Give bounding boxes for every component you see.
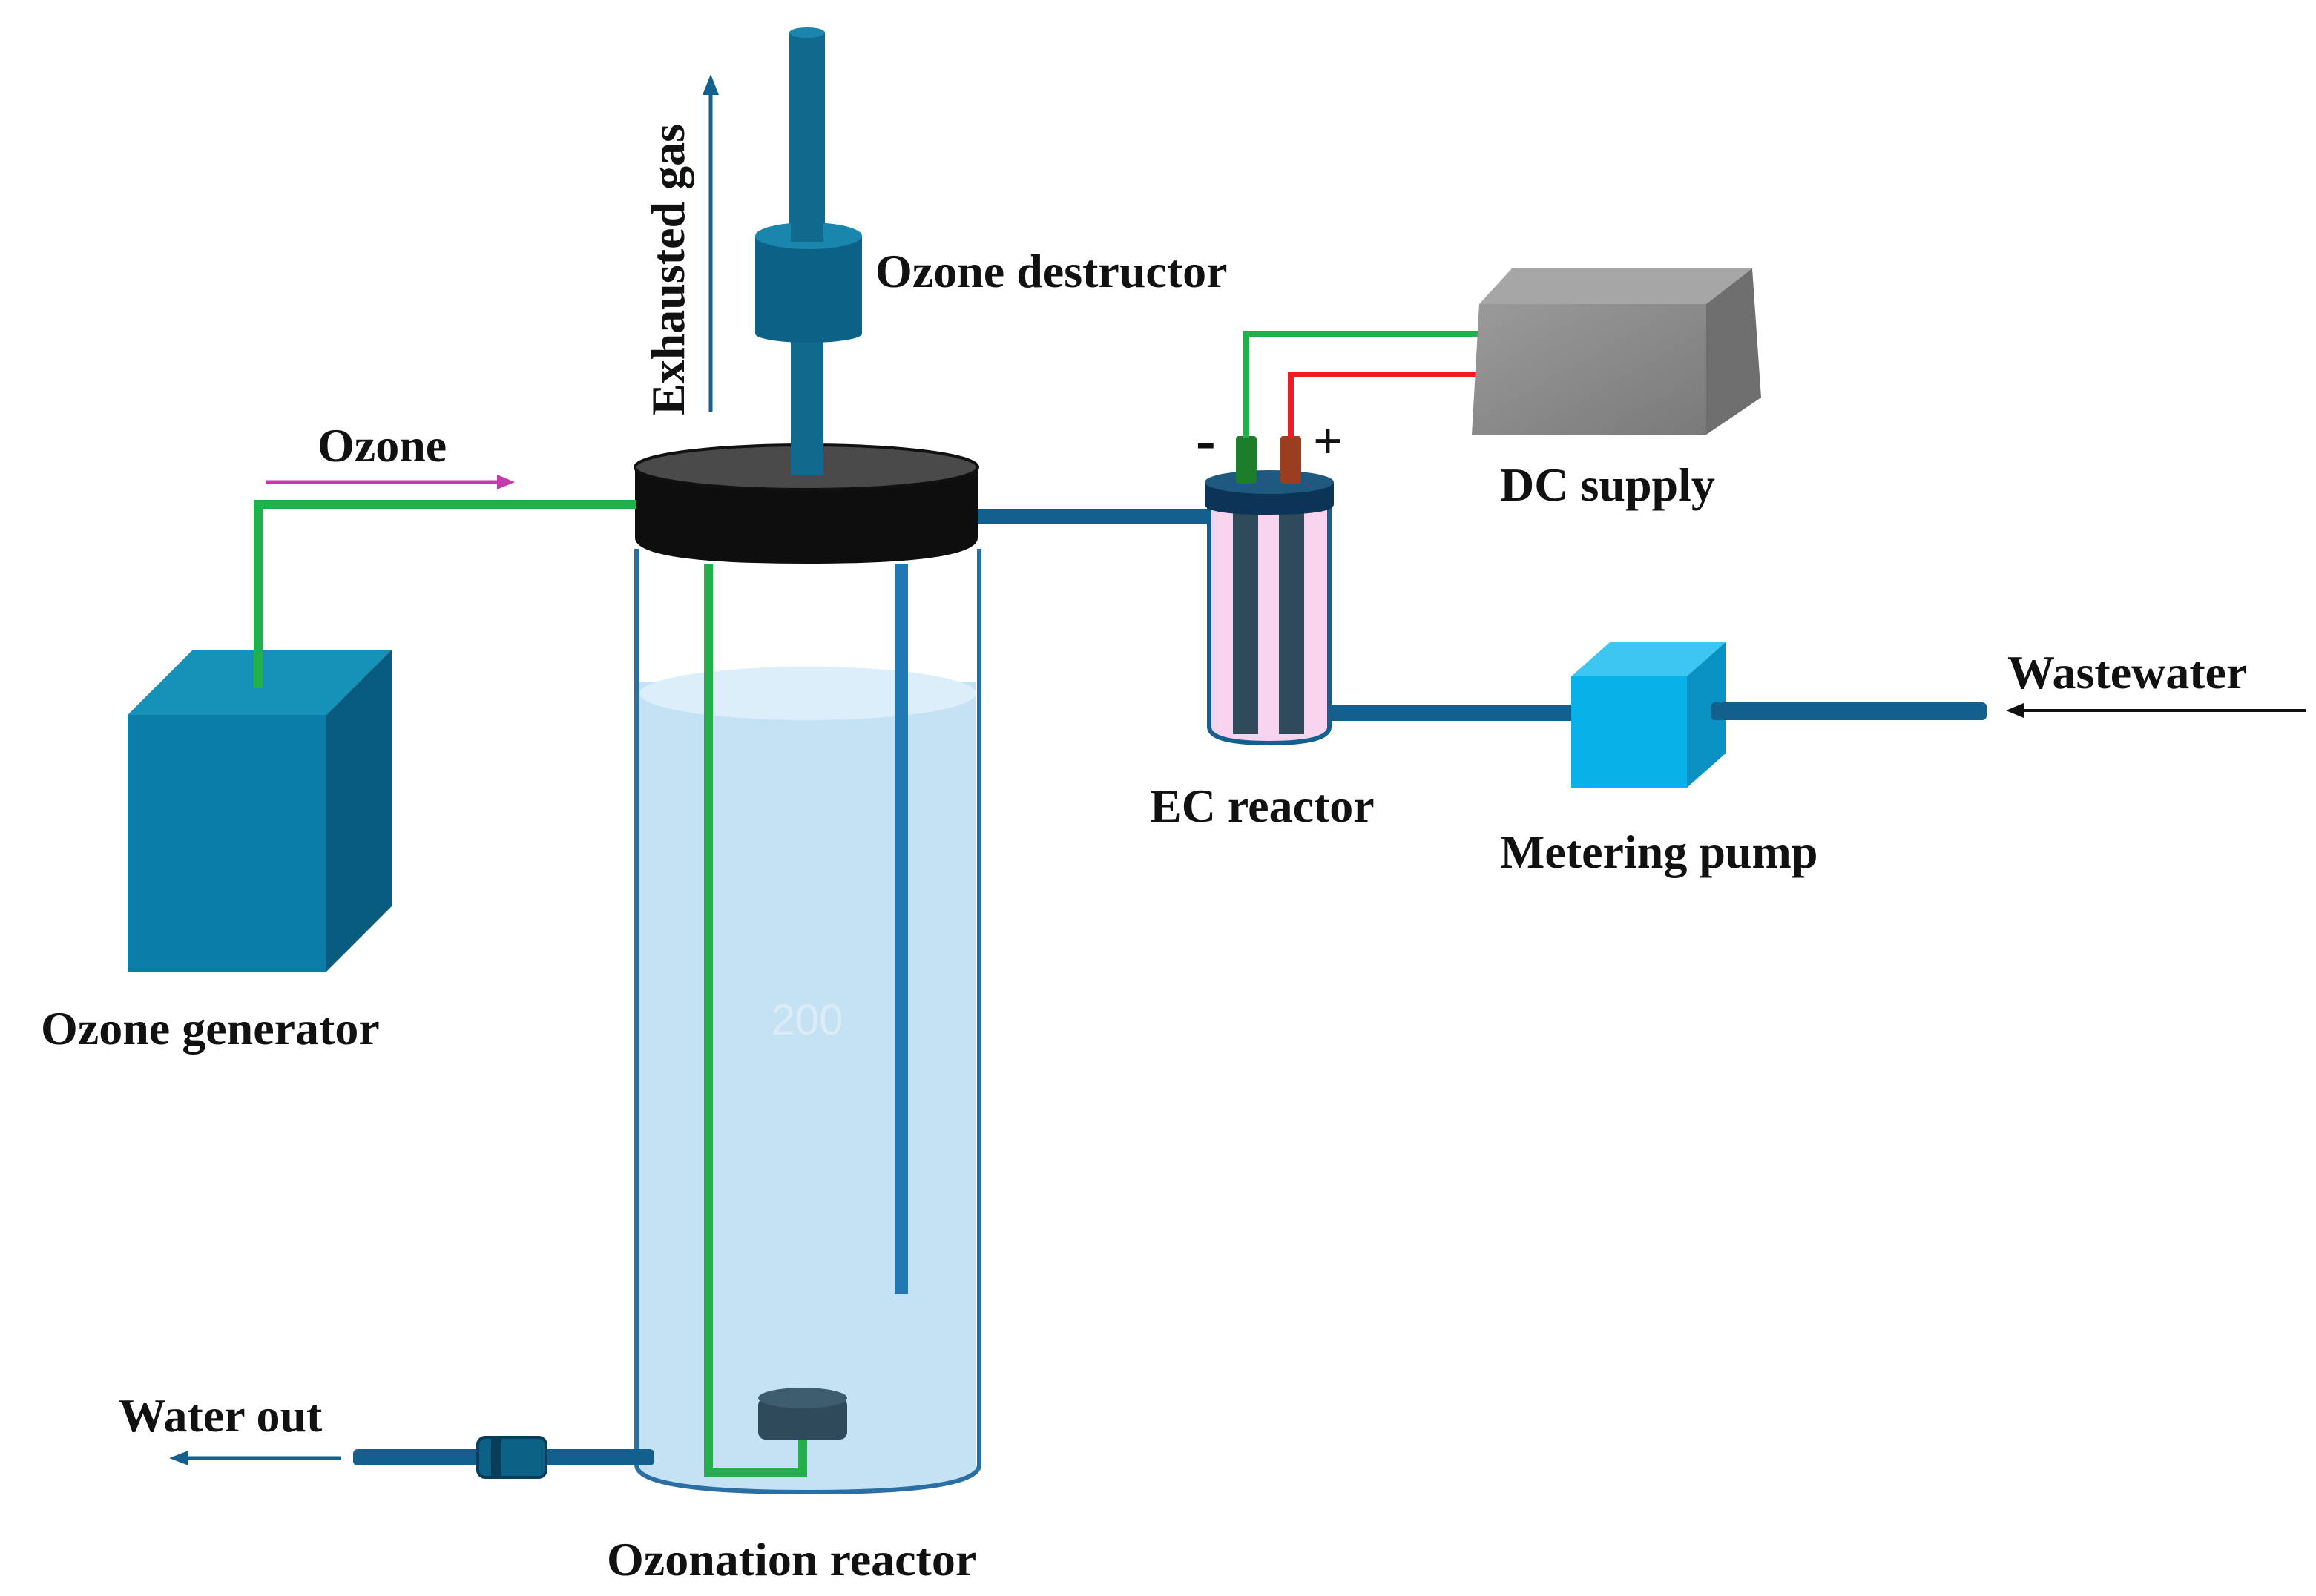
exhausted-gas-label: Exhausted gas (642, 124, 694, 415)
ozone-generator (128, 650, 392, 972)
metering-pump (1571, 642, 1726, 788)
ozone-supply-line (254, 500, 636, 688)
ec-reactor-label: EC reactor (1150, 779, 1375, 832)
reactor-wall (634, 549, 981, 1495)
ec-electrode-negative (1233, 507, 1258, 734)
water-surface (639, 667, 976, 720)
metering-pump-label: Metering pump (1500, 825, 1817, 878)
ozonation-reactor-label: Ozonation reactor (607, 1533, 976, 1586)
ozone-flow-arrow (266, 475, 515, 489)
ozone-generator-label: Ozone generator (41, 1002, 380, 1055)
exhausted-gas-arrow (703, 74, 719, 412)
positive-terminal-sign: + (1313, 413, 1343, 470)
reactor-water (639, 682, 976, 1491)
ozone-feed-line-inner (704, 564, 807, 1477)
dc-supply-label: DC supply (1500, 458, 1715, 511)
reactor-outlet-tube (895, 564, 908, 1294)
water-out-label: Water out (119, 1389, 323, 1442)
ec-electrode-positive (1279, 507, 1304, 734)
volume-mark: 200 (772, 996, 843, 1044)
ozone-flow-label: Ozone (318, 419, 447, 472)
ec-reactor (1205, 470, 1334, 746)
lid-to-ec-pipe (978, 509, 1209, 524)
ozonation-reactor: 200 (634, 549, 981, 1495)
ec-to-pump-pipe (1329, 705, 1571, 721)
ozone-destructor-label: Ozone destructor (875, 245, 1228, 297)
negative-wire (1243, 331, 1479, 438)
negative-terminal (1236, 436, 1257, 484)
negative-terminal-sign: - (1196, 408, 1216, 473)
water-out-arrow (169, 1451, 341, 1465)
wastewater-label: Wastewater (2007, 646, 2247, 699)
wastewater-inlet-pipe (1711, 702, 1987, 720)
ozone-diffuser (758, 1388, 847, 1440)
wastewater-arrow (2006, 703, 2306, 718)
dc-supply (1472, 268, 1761, 435)
positive-terminal (1280, 436, 1301, 484)
positive-wire (1288, 372, 1479, 438)
ozone-destructor (755, 27, 862, 475)
water-out-pipe (353, 1436, 654, 1479)
